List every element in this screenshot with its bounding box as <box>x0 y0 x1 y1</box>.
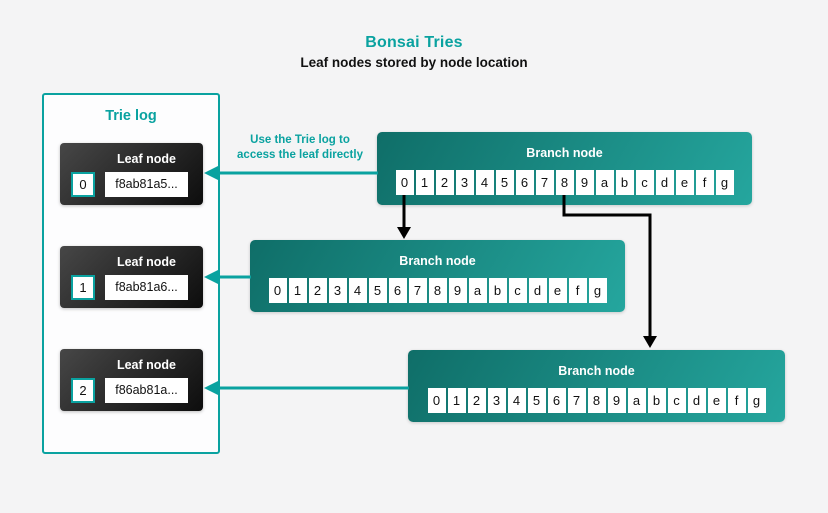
branch-cell: 2 <box>467 388 486 413</box>
branch-cell: f <box>568 278 587 303</box>
trie-log-title: Trie log <box>105 108 157 124</box>
branch-cell: d <box>528 278 547 303</box>
branch-node-label: Branch node <box>558 364 635 378</box>
leaf-index-cell: 2 <box>71 378 95 403</box>
branch-cell: 0 <box>268 278 287 303</box>
branch-node-label: Branch node <box>399 254 476 268</box>
branch-cell: 7 <box>535 170 554 195</box>
branch-cell: 6 <box>515 170 534 195</box>
page-title: Bonsai Tries <box>365 34 463 51</box>
arrow-branch1-to-leaf0-icon <box>204 166 378 180</box>
branch-cell: 6 <box>547 388 566 413</box>
branch-cell: 4 <box>475 170 494 195</box>
branch-cell: 5 <box>495 170 514 195</box>
branch-node-label: Branch node <box>526 146 603 160</box>
branch-cell: 4 <box>507 388 526 413</box>
branch-cell: 5 <box>368 278 387 303</box>
branch-cell: d <box>687 388 706 413</box>
leaf-node-label: Leaf node <box>116 358 177 372</box>
leaf-index-cell: 1 <box>71 275 95 300</box>
leaf-node-label: Leaf node <box>116 152 177 166</box>
branch-cell: b <box>488 278 507 303</box>
branch-cell: 7 <box>567 388 586 413</box>
branch-cell: 0 <box>395 170 414 195</box>
annotation-text: Use the Trie log to access the leaf dire… <box>227 133 373 163</box>
branch-cell: 1 <box>447 388 466 413</box>
branch-cell: 2 <box>308 278 327 303</box>
branch-cell: g <box>747 388 766 413</box>
branch-cell: e <box>675 170 694 195</box>
branch-cell: 8 <box>428 278 447 303</box>
branch-cell: 2 <box>435 170 454 195</box>
branch-cell: f <box>727 388 746 413</box>
branch-cell: c <box>667 388 686 413</box>
branch-cell: a <box>627 388 646 413</box>
branch-cell: 8 <box>587 388 606 413</box>
branch-cell: f <box>695 170 714 195</box>
branch-cell: a <box>468 278 487 303</box>
branch-cell: 3 <box>328 278 347 303</box>
branch-cell: 5 <box>527 388 546 413</box>
leaf-node-0: Leaf node 0 f8ab81a5... <box>60 143 203 205</box>
branch-cell: 0 <box>427 388 446 413</box>
branch-cell: g <box>588 278 607 303</box>
annotation-line-1: Use the Trie log to <box>250 134 350 146</box>
branch-cell: b <box>647 388 666 413</box>
leaf-node-1: Leaf node 1 f8ab81a6... <box>60 246 203 308</box>
branch-cell: a <box>595 170 614 195</box>
branch-cell: c <box>635 170 654 195</box>
branch-cell: 1 <box>415 170 434 195</box>
leaf-hash-value: f86ab81a... <box>105 378 188 403</box>
branch-cell: 3 <box>455 170 474 195</box>
leaf-node-2: Leaf node 2 f86ab81a... <box>60 349 203 411</box>
leaf-hash-value: f8ab81a6... <box>105 275 188 300</box>
branch-cell: 9 <box>448 278 467 303</box>
branch-cell: c <box>508 278 527 303</box>
annotation-line-2: access the leaf directly <box>237 149 363 161</box>
page-subtitle: Leaf nodes stored by node location <box>300 55 528 70</box>
branch-cell: 7 <box>408 278 427 303</box>
branch-cell: 9 <box>607 388 626 413</box>
branch-cell: 9 <box>575 170 594 195</box>
branch-cell: g <box>715 170 734 195</box>
leaf-index-cell: 0 <box>71 172 95 197</box>
branch-cell: 6 <box>388 278 407 303</box>
branch-cell: 1 <box>288 278 307 303</box>
branch-cell: d <box>655 170 674 195</box>
branch-cell: 4 <box>348 278 367 303</box>
branch-cell: 8 <box>555 170 574 195</box>
leaf-node-label: Leaf node <box>116 255 177 269</box>
branch-cell: e <box>548 278 567 303</box>
leaf-hash-value: f8ab81a5... <box>105 172 188 197</box>
header: Bonsai Tries Leaf nodes stored by node l… <box>0 34 828 70</box>
branch-cell: 3 <box>487 388 506 413</box>
arrow-branch3-to-leaf2-icon <box>204 381 409 395</box>
branch-cell: e <box>707 388 726 413</box>
branch-cell: b <box>615 170 634 195</box>
